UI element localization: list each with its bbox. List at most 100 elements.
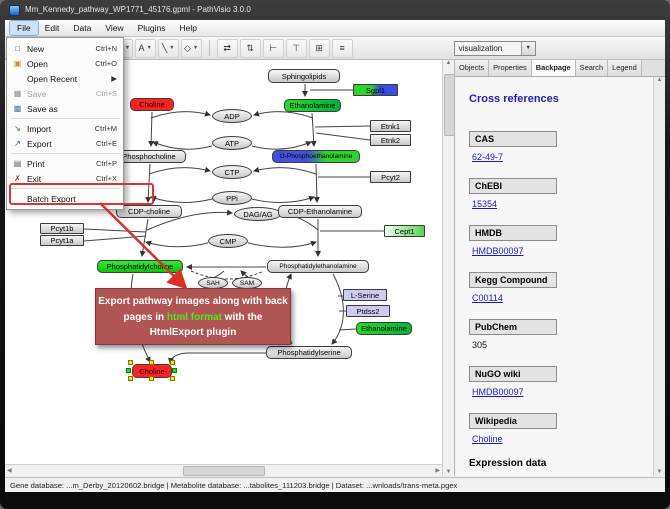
menu-file[interactable]: File [9,20,39,36]
toolbar-separator [208,40,210,56]
node-sphingolipids[interactable]: Sphingolipids [268,69,340,83]
scroll-down-icon[interactable]: ▼ [445,469,452,475]
node-dag[interactable]: DAG/AG [234,207,282,221]
tab-search[interactable]: Search [575,60,609,76]
node-pcyt1a[interactable]: Pcyt1a [40,235,84,246]
visualization-combobox[interactable]: visualization ▼ [453,40,536,56]
node-phosphatidylserine[interactable]: Phosphatidylserine [266,346,352,359]
tab-objects[interactable]: Objects [455,60,490,76]
selection-handle[interactable] [170,376,175,381]
menu-item-export[interactable]: ↗ Export Ctrl+E [7,136,123,151]
line-tool-button[interactable]: ╲▼ [157,38,179,58]
menu-item-save-as[interactable]: ▩ Save as [7,101,123,116]
node-adp[interactable]: ADP [212,109,252,123]
node-etnk2[interactable]: Etnk2 [370,134,411,146]
node-ptdss2[interactable]: Ptdss2 [346,305,390,317]
callout-line-3: HtmlExport plugin [149,327,237,338]
backpage-section-nugo: NuGO wiki HMDB00097 [469,364,653,397]
canvas-vertical-scrollbar[interactable]: ▲ ▼ [442,60,455,476]
menu-item-open-recent[interactable]: Open Recent ▶ [27,73,117,84]
node-pcyt1b[interactable]: Pcyt1b [40,223,84,234]
backpage-link-cas[interactable]: 62-49-7 [472,152,504,162]
node-ethanolamine-top[interactable]: Ethanolamine [284,99,341,112]
tab-legend[interactable]: Legend [608,60,642,76]
node-sgpl1[interactable]: Sgpl1 [353,84,398,96]
backpage-section-header: HMDB [469,225,557,241]
node-pcyt2[interactable]: Pcyt2 [370,171,411,183]
node-ethanolamine-bottom[interactable]: Ethanolamine [356,322,412,335]
backpage-value-pubchem: 305 [472,340,488,350]
submenu-arrow-icon: ▶ [111,74,117,83]
node-cmp[interactable]: CMP [208,234,248,248]
canvas-horizontal-scrollbar[interactable]: ◀ ▶ [5,464,442,476]
callout-line-2: pages in html format with the [123,311,263,323]
node-l-serine[interactable]: L-Serine [343,289,387,301]
align-top-button[interactable]: ⊤ [285,38,307,58]
distribute-horizontal-button[interactable]: ⊞ [308,38,330,58]
align-horizontal-button[interactable]: ⇄ [216,38,238,58]
tab-backpage[interactable]: Backpage [531,60,576,76]
menu-item-open[interactable]: ▣ Open Ctrl+O [7,56,123,71]
menu-separator [10,118,120,119]
scroll-up-icon[interactable]: ▲ [656,77,663,83]
menu-data[interactable]: Data [73,23,92,33]
menu-plugins[interactable]: Plugins [137,23,166,33]
menu-item-new[interactable]: □ New Ctrl+N [7,41,123,56]
node-cdp-ethanolamine[interactable]: CDP-Ethanolamine [278,205,362,218]
node-ppi[interactable]: PPi [212,191,252,205]
selection-handle[interactable] [126,368,131,373]
selection-handle[interactable] [128,376,133,381]
label-tool-button[interactable]: A▼ [134,38,156,58]
scrollbar-thumb[interactable] [182,465,265,476]
node-etnk1[interactable]: Etnk1 [370,120,411,132]
node-cept1[interactable]: Cept1 [384,225,425,237]
chevron-down-icon: ▼ [192,45,199,51]
backpage-link-chebi[interactable]: 15354 [472,199,498,209]
node-cdp-choline[interactable]: CDP-choline [116,205,182,218]
tab-properties[interactable]: Properties [489,60,532,76]
backpage-section-header: Wikipedia [469,413,557,429]
print-icon: ▤ [13,159,22,168]
selection-handle[interactable] [149,376,154,381]
backpage-link-hmdb[interactable]: HMDB00097 [472,246,524,256]
save-icon: ▦ [13,89,22,98]
selection-handle[interactable] [172,368,177,373]
menu-item-import[interactable]: ↘ Import Ctrl+M [7,121,123,136]
node-phosphatidylethanolamine[interactable]: Phosphatidylethanolamine [267,260,369,273]
scroll-left-icon[interactable]: ◀ [7,468,12,474]
node-o-phosphoethanolamine[interactable]: O-Phosphoethanolamine [272,150,360,163]
menu-edit[interactable]: Edit [44,23,60,33]
menu-item-print[interactable]: ▤ Print Ctrl+P [7,156,123,171]
selection-handle[interactable] [128,360,133,365]
menu-view[interactable]: View [105,23,124,33]
backpage-section-wikipedia: Wikipedia Choline [469,411,653,444]
chevron-down-icon[interactable]: ▼ [520,41,535,55]
selection-handle[interactable] [149,360,154,365]
scroll-down-icon[interactable]: ▼ [656,469,663,475]
node-choline-top[interactable]: Choline [130,98,174,111]
line-tool-icon: ╲ [161,42,168,53]
selection-handle[interactable] [170,360,175,365]
shape-tool-icon: ◇ [183,42,191,53]
menu-item-batch-export[interactable]: Batch Export [27,193,76,204]
side-panel-scrollbar[interactable]: ▲ ▼ [653,77,665,476]
align-vertical-button[interactable]: ⇅ [239,38,261,58]
export-icon: ↗ [14,139,21,148]
backpage-link-kegg[interactable]: C00114 [472,293,503,303]
backpage-link-nugo[interactable]: HMDB00097 [472,387,524,397]
align-left-button[interactable]: ⊢ [262,38,284,58]
menu-item-exit[interactable]: ✗ Exit Ctrl+X [7,171,123,186]
node-phosphatidylcholine[interactable]: Phosphatidylcholine [97,260,183,273]
scroll-up-icon[interactable]: ▲ [445,60,452,66]
stack-vertical-button[interactable]: ≡ [331,38,353,58]
backpage-link-wikipedia[interactable]: Choline [472,434,503,444]
menu-item-save[interactable]: ▦ Save Ctrl+S [7,86,123,101]
node-atp[interactable]: ATP [212,136,252,150]
scroll-right-icon[interactable]: ▶ [435,468,440,474]
menu-help[interactable]: Help [179,23,197,33]
align-top-icon: ⊤ [292,42,301,53]
exit-icon: ✗ [14,174,21,183]
node-ctp[interactable]: CTP [212,165,252,179]
shape-tool-button[interactable]: ◇▼ [180,38,202,58]
chevron-down-icon: ▼ [124,45,131,51]
